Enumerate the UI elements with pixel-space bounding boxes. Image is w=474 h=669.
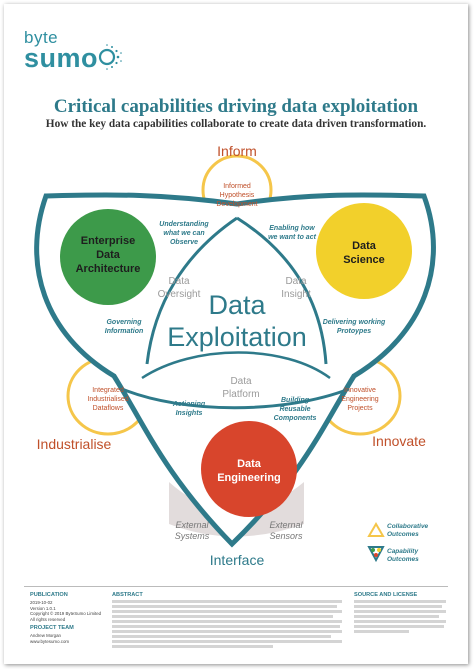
grey-oversight-1: Data [168,276,190,287]
legend-capab-1: Capability [387,548,418,555]
cap-actioning-1: Actioning [172,401,206,408]
eda-label-3: Architecture [76,263,141,275]
brand-logo-bottom: sumo [24,43,99,73]
circle-data-science [316,203,412,299]
footer-publication-heading: PUBLICATION [30,592,68,598]
cap-understanding-3: Observe [170,239,198,246]
footer-pub-line-1: 2019-10-02 [30,600,53,606]
petal-inform-text-3: Development [216,201,257,208]
cap-enabling-2: we want to act [268,234,317,241]
petal-inform-text-2: Hypothesis [220,192,255,199]
petal-industrialise-text-2: Industrialised [87,396,128,403]
triquetra-inner-lines [121,216,350,410]
legend-collab-2: Outcomes [387,531,419,538]
grey-platform-1: Data [230,376,252,387]
legend-triangle-icon [367,522,385,537]
footer-team-2: www.bytesumo.com [30,638,70,644]
cap-building-1: Building [281,397,310,404]
center-label-2: Exploitation [167,322,307,352]
eda-label-2: Data [96,249,121,261]
triquetra-inner-arc [141,351,331,380]
footer-team-heading: PROJECT TEAM [30,625,74,632]
petal-interface-a-text-1: External [175,520,209,530]
footer-abstract-heading: ABSTRACT [112,592,143,598]
petal-interface-b-text-2: Sensors [269,531,303,541]
petal-industrialise-text-1: Integrated [92,387,124,394]
circle-data-engineering [201,421,297,517]
footer-pub-line-3: Copyright © 2019 ByteSumo Limited [30,611,102,617]
footer-team-1: Andrew Morgan [30,633,61,639]
footer-pub-line-4: All rights reserved [30,616,66,622]
petal-industrialise-text-3: Dataflows [93,405,124,412]
label-inform: Inform [217,143,257,159]
cap-governing-1: Governing [106,319,142,326]
footer-source: SOURCE AND LICENSE [354,592,446,635]
petal-interface-a-text-2: Systems [175,531,210,541]
cap-building-3: Components [274,415,317,422]
de-label-1: Data [237,458,262,470]
footer-publication: PUBLICATION 2019-10-02 Version 1.0.1 Cop… [30,592,102,644]
sun-logo-icon [98,44,122,70]
cap-enabling-1: Enabling how [269,225,315,232]
legend-collab-1: Collaborative [387,523,429,530]
cap-understanding-1: Understanding [159,221,209,228]
cap-delivering-1: Delivering working [323,319,386,326]
petal-interface [169,482,304,537]
petal-inform-text-1: Informed [223,183,251,190]
ds-label-2: Science [343,254,385,266]
legend-capab-2: Outcomes [387,556,419,563]
capability-diagram: Enterprise Data Architecture Data Scienc… [34,143,436,568]
grey-oversight-2: Oversight [158,289,201,300]
eda-label-1: Enterprise [81,235,135,247]
label-innovate: Innovate [372,433,426,449]
label-industrialise: Industrialise [37,436,112,452]
cap-actioning-2: Insights [176,410,203,417]
circle-enterprise-data-architecture [60,209,156,305]
grey-insight-2: Insight [281,289,311,300]
page-title: Critical capabilities driving data explo… [53,96,419,117]
footer-abstract: ABSTRACT [112,592,342,650]
petal-innovate-text-2: Engineering [341,396,378,403]
footer-pub-line-2: Version 1.0.1 [30,605,56,611]
ds-label-1: Data [352,240,377,252]
legend-shield-icon [367,546,385,563]
grey-platform-2: Platform [222,389,259,400]
poster-page: byte sumo Critical capabilities driving … [4,4,468,664]
grey-insight-1: Data [285,276,307,287]
de-label-2: Engineering [217,472,281,484]
brand-logo-top: byte [24,28,59,47]
cap-building-2: Reusable [279,406,310,413]
poster-footer: PUBLICATION 2019-10-02 Version 1.0.1 Cop… [24,586,448,659]
cap-governing-2: Information [105,328,144,335]
petal-interface-b-text-1: External [269,520,303,530]
petal-innovate-text-3: Projects [347,405,373,412]
footer-source-heading: SOURCE AND LICENSE [354,592,418,598]
page-subtitle: How the key data capabilities collaborat… [45,118,427,130]
cap-delivering-2: Protoypes [337,328,371,335]
cap-understanding-2: what we can [163,230,204,237]
petal-innovate-text-1: Innovative [344,387,376,394]
center-label-1: Data [208,290,266,320]
label-interface: Interface [210,552,265,568]
